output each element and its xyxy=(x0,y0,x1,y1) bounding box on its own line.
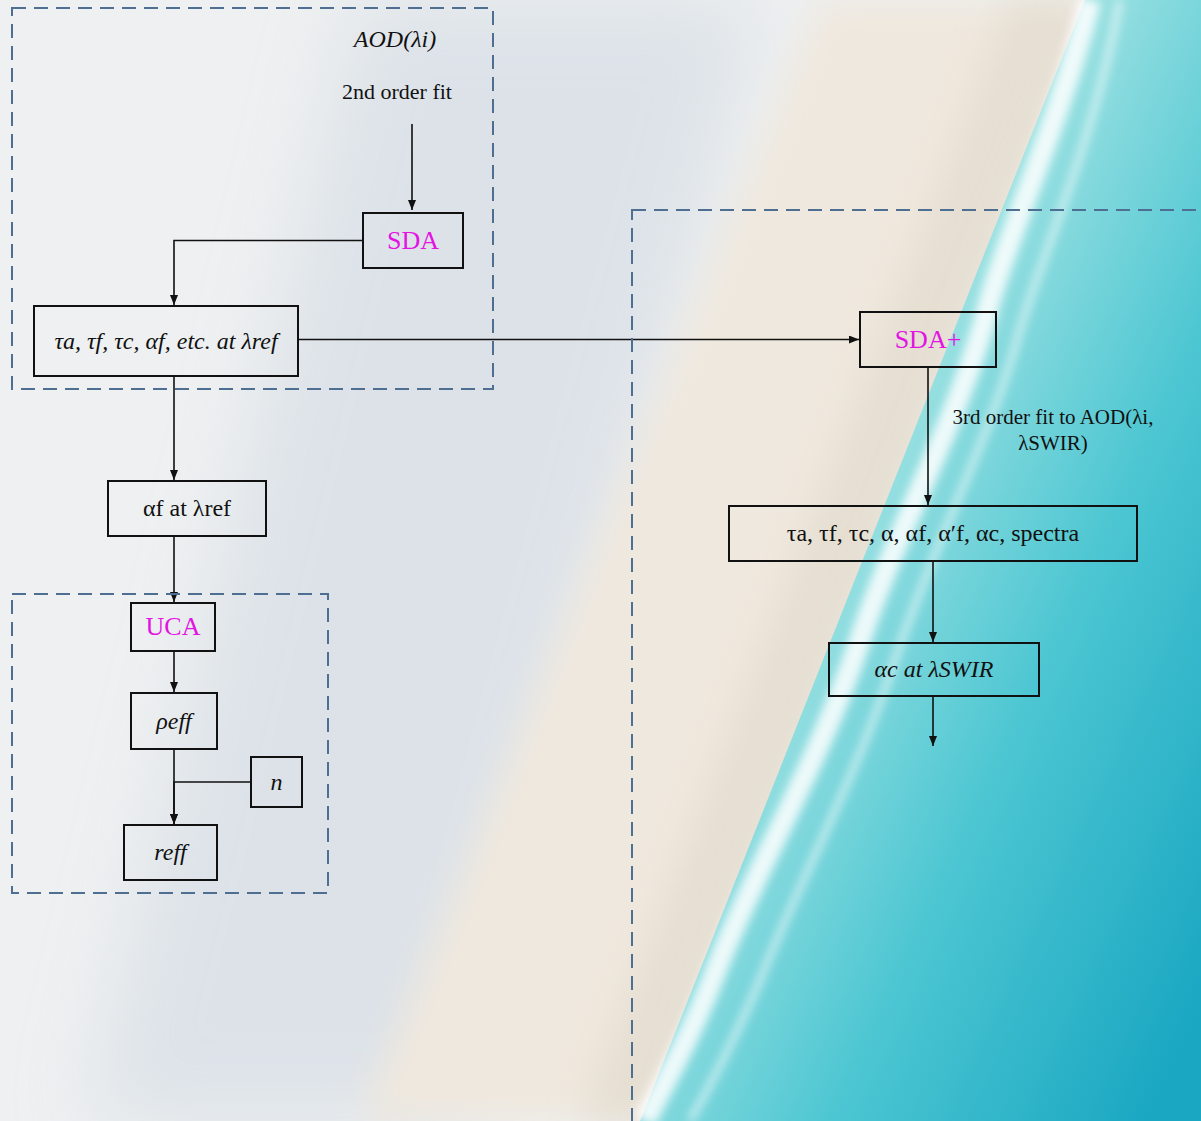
box-text: αc at λSWIR xyxy=(875,655,994,684)
flow-arrow xyxy=(299,339,859,341)
note-label: AOD(λi) xyxy=(330,24,460,54)
process-box: SDA+ xyxy=(859,311,997,368)
sea xyxy=(640,0,1201,1121)
box-text: τa, τf, τc, α, αf, α′f, αc, spectra xyxy=(787,519,1079,548)
flow-arrow xyxy=(173,377,175,480)
group-region: UCA ρeff n reff xyxy=(12,594,328,893)
dashed-outline xyxy=(12,594,328,893)
group-region: SDA τa, τf, τc, αf, etc. at λref xyxy=(12,8,493,389)
process-box: ρeff xyxy=(130,692,218,750)
input-arrow xyxy=(411,124,413,210)
process-box: UCA xyxy=(130,602,216,652)
box-text: τa, τf, τc, αf, etc. at λref xyxy=(54,327,277,356)
edge-label: 3rd order fit to AOD(λi, λSWIR) xyxy=(946,404,1160,457)
process-box: τa, τf, τc, α, αf, α′f, αc, spectra xyxy=(728,505,1138,562)
process-box: αf at λref xyxy=(107,480,267,537)
flow-arrow xyxy=(173,537,175,602)
group-region: SDA+ τa, τf, τc, α, αf, α′f, αc, spectra α… xyxy=(632,210,1201,1121)
box-text: UCA xyxy=(146,611,201,642)
process-box: SDA xyxy=(362,212,464,269)
box-text: SDA xyxy=(387,225,439,256)
flow-arrow xyxy=(173,652,175,692)
dashed-outline xyxy=(632,210,1201,1121)
box-text: SDA+ xyxy=(895,324,962,355)
box-text: αf at λref xyxy=(143,494,231,523)
process-box: τa, τf, τc, αf, etc. at λref xyxy=(33,305,299,377)
flow-arrow xyxy=(174,241,362,306)
flow-arrow xyxy=(932,562,934,642)
note-label: 2nd order fit xyxy=(312,78,482,106)
box-text: reff xyxy=(154,838,186,867)
dashed-outline xyxy=(12,8,493,389)
box-text: ρeff xyxy=(156,707,192,736)
flow-arrow xyxy=(174,782,250,824)
box-text: n xyxy=(271,768,283,797)
process-box: reff xyxy=(123,824,218,881)
process-box: αc at λSWIR xyxy=(828,642,1040,697)
process-box: n xyxy=(250,756,303,808)
flow-arrow xyxy=(927,368,929,505)
output-arrow xyxy=(932,697,934,746)
